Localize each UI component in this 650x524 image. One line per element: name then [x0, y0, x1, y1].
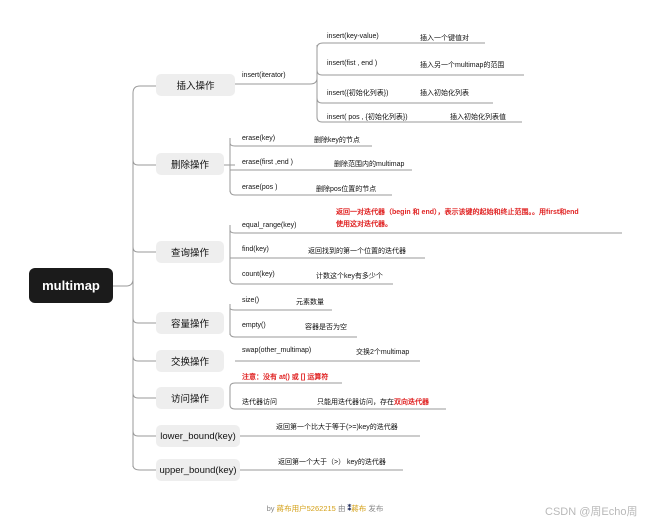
access-note: 注意：没有 at() 或 [] 运算符: [242, 374, 329, 381]
capacity-item-desc: 容器是否为空: [305, 324, 347, 331]
category-swap: 交换操作: [156, 350, 224, 372]
footer-by: by: [266, 504, 275, 513]
equal-range-note: 返回一对迭代器（begin 和 end），表示该键的起始和终止范围。。用firs…: [336, 207, 636, 231]
footer-end: 发布: [368, 504, 384, 513]
category-capacity: 容量操作: [156, 312, 224, 334]
insert-method: insert(iterator): [242, 72, 286, 79]
query-item-name: find(key): [242, 246, 269, 253]
insert-item-desc: 插入另一个multimap的范围: [420, 62, 505, 69]
erase-item-desc: 删除范围内的multimap: [334, 161, 405, 168]
swap-item-name: swap(other_multimap): [242, 347, 312, 354]
category-upper-bound: upper_bound(key): [156, 459, 240, 481]
query-item-name: count(key): [242, 271, 275, 278]
category-query: 查询操作: [156, 241, 224, 263]
category-insert: 插入操作: [156, 74, 235, 96]
swap-item-desc: 交换2个multimap: [356, 349, 410, 356]
insert-item-desc: 插入初始化列表值: [450, 114, 506, 121]
erase-item-name: erase(key): [242, 135, 276, 142]
query-item-name: equal_range(key): [242, 222, 297, 229]
query-item-desc: 计数这个key有多少个: [316, 273, 383, 280]
category-access: 访问操作: [156, 387, 224, 409]
footer-mid: 由: [337, 504, 346, 513]
insert-item-name: insert(fist , end ): [327, 60, 378, 67]
insert-item-desc: 插入初始化列表: [420, 90, 469, 97]
equal-range-note-line: 返回一对迭代器（begin 和 end），表示该键的起始和终止范围。。用firs…: [336, 209, 579, 216]
capacity-item-name: empty(): [242, 322, 266, 329]
category-erase: 删除操作: [156, 153, 224, 175]
footer-credit: by 蔣布用户5262215 由 ⁑蔣布 发布: [0, 503, 650, 514]
capacity-item-desc: 元素数量: [296, 299, 324, 306]
erase-item-desc: 删除pos位置的节点: [316, 186, 377, 193]
footer-brand-link[interactable]: 蔣布: [351, 504, 367, 513]
erase-item-name: erase(first ,end ): [242, 159, 293, 166]
equal-range-note-line: 使用这对迭代器。: [336, 221, 392, 228]
upper-bound-desc: 返回第一个大于（>） key的迭代器: [278, 459, 386, 466]
erase-item-name: erase(pos ): [242, 184, 278, 191]
lower-bound-desc: 返回第一个比大于等于(>=)key的迭代器: [276, 424, 398, 431]
category-lower-bound: lower_bound(key): [156, 425, 240, 447]
watermark: CSDN @周Echo周: [545, 506, 638, 518]
query-item-desc: 返回找到的第一个位置的迭代器: [308, 248, 406, 255]
insert-item-name: insert({初始化列表}): [327, 90, 389, 97]
access-item-desc: 只能用迭代器访问，存在双向迭代器: [317, 397, 429, 407]
access-desc-text: 只能用迭代器访问，存在: [317, 399, 394, 406]
insert-item-name: insert(key-value): [327, 33, 379, 40]
capacity-item-name: size(): [242, 297, 260, 304]
footer-user-link[interactable]: 蔣布用户5262215: [276, 504, 336, 513]
root-node: multimap: [29, 268, 113, 303]
insert-item-name: insert( pos , {初始化列表}): [327, 114, 408, 121]
access-item-name: 迭代器访问: [242, 399, 277, 406]
erase-item-desc: 删除key的节点: [314, 137, 360, 144]
access-desc-highlight: 双向迭代器: [394, 399, 429, 406]
brand-logo-icon: ⁑: [347, 504, 352, 513]
insert-item-desc: 插入一个键值对: [420, 35, 469, 42]
